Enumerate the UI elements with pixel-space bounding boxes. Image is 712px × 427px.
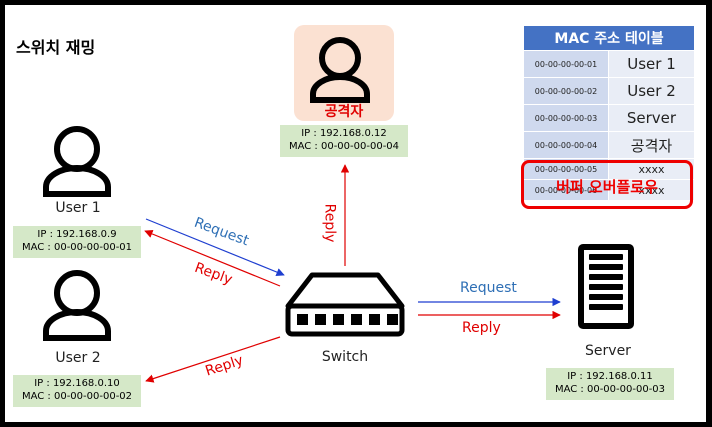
server-slot (589, 294, 623, 300)
overflow-label: 버퍼 오버플로우 (556, 178, 658, 196)
server-slot (589, 264, 623, 270)
server-info: IP : 192.168.0.11 MAC : 00-00-00-00-03 (546, 368, 674, 400)
user1-mac: MAC : 00-00-00-00-01 (21, 242, 133, 253)
name-cell: User 2 (608, 77, 695, 105)
name-cell: 공격자 (608, 131, 695, 159)
table-row: 00-00-00-00-03 Server (523, 104, 695, 132)
label-attacker-reply: Reply (321, 203, 338, 243)
mac-table-title: MAC 주소 테이블 (523, 25, 695, 51)
server-slot (589, 284, 623, 290)
user2-info: IP : 192.168.0.10 MAC : 00-00-00-00-02 (13, 375, 141, 407)
switch-port (315, 314, 326, 325)
user2-icon (43, 270, 111, 341)
user2-label: User 2 (55, 350, 101, 366)
server-mac: MAC : 00-00-00-00-03 (554, 384, 666, 395)
table-row: 00-00-00-00-02 User 2 (523, 77, 695, 105)
name-cell: xxxx (608, 158, 695, 180)
server-icon (578, 244, 634, 329)
server-slot (589, 254, 623, 260)
switch-port (333, 314, 344, 325)
label-server-request: Request (460, 280, 517, 296)
mac-cell: 00-00-00-00-01 (523, 50, 609, 78)
server-slot (589, 274, 623, 280)
server-slot (589, 304, 623, 310)
mac-address-table: MAC 주소 테이블 00-00-00-00-01 User 1 00-00-0… (523, 25, 695, 201)
table-row: 00-00-00-00-01 User 1 (523, 50, 695, 78)
attacker-info: IP : 192.168.0.12 MAC : 00-00-00-00-04 (280, 125, 408, 157)
attacker-ip: IP : 192.168.0.12 (301, 128, 387, 139)
server-label: Server (585, 343, 631, 359)
arrow-user1-reply (144, 229, 281, 287)
switch-label: Switch (321, 349, 369, 365)
user1-ip: IP : 192.168.0.9 (37, 229, 117, 240)
label-server-reply: Reply (462, 320, 501, 336)
switch-icon (285, 272, 405, 337)
overflow-highlight (521, 160, 693, 209)
arrow-user1-request (145, 218, 285, 277)
switch-port (387, 314, 398, 325)
switch-port (351, 314, 362, 325)
attacker-label: 공격자 (324, 104, 364, 120)
arrow-user2-reply (145, 336, 281, 383)
attacker-icon (310, 37, 370, 103)
user1-icon (43, 126, 111, 197)
diagram-title: 스위치 재밍 (16, 38, 96, 57)
mac-cell: 00-00-00-00-02 (523, 77, 609, 105)
user1-info: IP : 192.168.0.9 MAC : 00-00-00-00-01 (13, 226, 141, 258)
mac-cell: 00-00-00-00-06 (523, 179, 609, 201)
name-cell: User 1 (608, 50, 695, 78)
name-cell: Server (608, 104, 695, 132)
user2-ip: IP : 192.168.0.10 (34, 378, 120, 389)
user2-mac: MAC : 00-00-00-00-02 (21, 391, 133, 402)
server-ip: IP : 192.168.0.11 (567, 371, 653, 382)
name-cell: xxxx (608, 179, 695, 201)
table-row: 00-00-00-00-05 xxxx (523, 158, 695, 180)
user1-label: User 1 (55, 200, 101, 216)
attacker-mac: MAC : 00-00-00-00-04 (288, 141, 400, 152)
table-row: 00-00-00-00-06 xxxx (523, 179, 695, 201)
switch-port (369, 314, 380, 325)
